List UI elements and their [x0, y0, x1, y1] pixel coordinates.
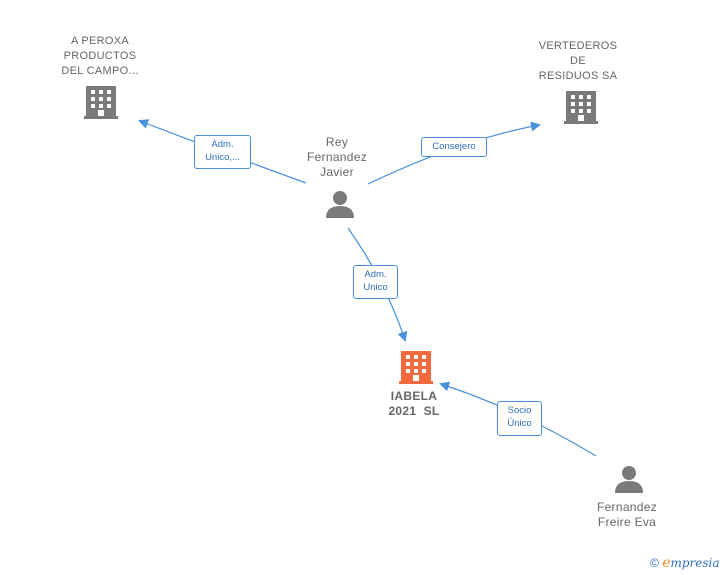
- node-label-iabela[interactable]: IABELA 2021 SL: [364, 389, 464, 419]
- node-label-line: DEL CAMPO...: [61, 65, 139, 77]
- building-icon[interactable]: [84, 86, 118, 119]
- node-label-line: Fernandez: [596, 500, 658, 514]
- brand-logo-text: mpresia: [670, 556, 720, 570]
- node-label-line: Fernandez: [306, 150, 368, 164]
- edge-label-line: Adm.: [211, 139, 234, 150]
- node-label-fernandez[interactable]: Fernandez Freire Eva: [578, 500, 676, 530]
- node-label-line: 2021 SL: [388, 404, 440, 418]
- node-label-rey[interactable]: Rey Fernandez Javier: [288, 135, 386, 180]
- copyright-symbol: ©: [650, 556, 659, 570]
- node-label-line: VERTEDEROS: [538, 40, 618, 52]
- footer-brand: © empresia: [650, 555, 720, 571]
- node-label-line: PRODUCTOS: [63, 50, 137, 62]
- node-label-line: Javier: [320, 165, 354, 179]
- building-icon[interactable]: [564, 91, 598, 124]
- edge-label-line: Adm.: [364, 269, 387, 280]
- brand-logo-initial: e: [662, 555, 671, 571]
- node-label-vertederos[interactable]: VERTEDEROS DE RESIDUOS SA: [526, 39, 630, 84]
- person-icon[interactable]: [326, 191, 354, 218]
- edge-label-line: Unico,...: [205, 152, 240, 163]
- edge-label-line: Unico: [363, 282, 388, 293]
- edge-label-line: Socio: [507, 405, 532, 416]
- main-company-building-icon[interactable]: [399, 351, 433, 384]
- node-label-line: IABELA: [390, 389, 438, 403]
- edge-label-line: Único: [507, 418, 532, 429]
- edge-label-line: Consejero: [432, 141, 476, 152]
- node-label-line: DE: [570, 55, 586, 67]
- node-label-peroxa[interactable]: A PEROXA PRODUCTOS DEL CAMPO...: [48, 34, 152, 79]
- node-label-line: A PEROXA: [70, 35, 130, 47]
- edge-label-rey-vertederos[interactable]: Consejero: [421, 137, 487, 157]
- edge-label-rey-peroxa[interactable]: Adm. Unico,...: [194, 135, 251, 169]
- node-label-line: Freire Eva: [597, 515, 657, 529]
- person-icon[interactable]: [615, 466, 643, 493]
- edge-label-fernandez-iabela[interactable]: Socio Único: [497, 401, 542, 436]
- node-label-line: Rey: [325, 135, 349, 149]
- edge-label-rey-iabela[interactable]: Adm. Unico: [353, 265, 398, 299]
- node-label-line: RESIDUOS SA: [538, 70, 618, 82]
